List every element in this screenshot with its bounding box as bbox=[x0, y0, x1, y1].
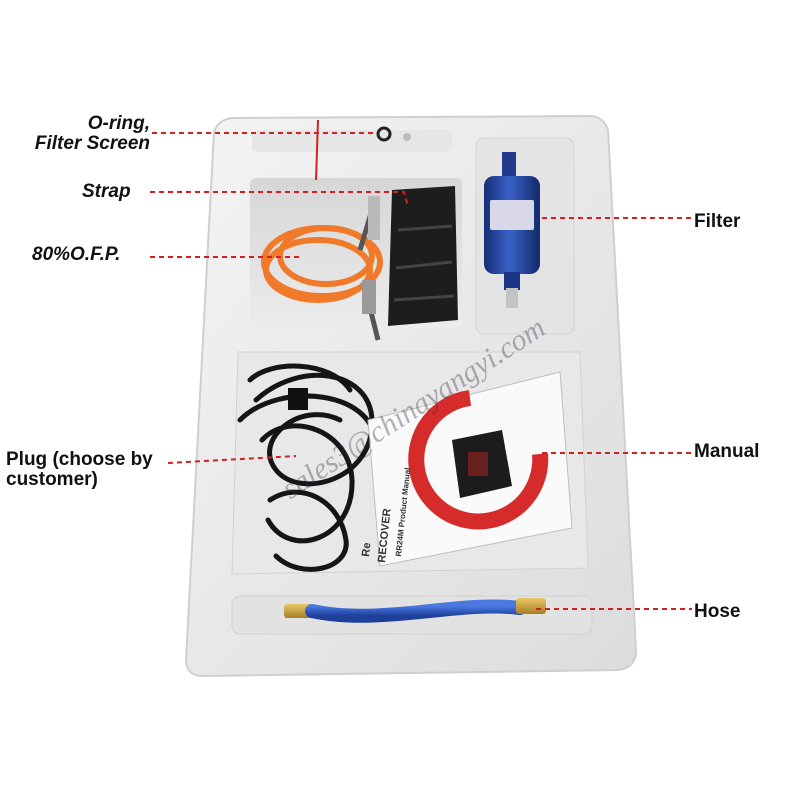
label-ofp: 80%O.F.P. bbox=[32, 244, 121, 265]
filter-screen bbox=[403, 133, 411, 141]
label-hose: Hose bbox=[694, 601, 741, 622]
label-plug-line2: customer) bbox=[6, 469, 98, 490]
manual-cover-corner: Re bbox=[360, 542, 374, 558]
o-ring bbox=[376, 126, 392, 142]
label-oring-line1: O-ring, bbox=[87, 113, 150, 134]
product-manual bbox=[367, 371, 573, 567]
leader-lines bbox=[150, 132, 692, 610]
strap bbox=[388, 186, 458, 326]
label-plug-line1: Plug (choose by bbox=[6, 449, 153, 470]
label-oring: O-ring, Filter Screen bbox=[22, 114, 150, 154]
hose bbox=[284, 598, 546, 623]
label-manual: Manual bbox=[694, 441, 760, 462]
label-strap: Strap bbox=[82, 181, 131, 202]
label-oring-line2: Filter Screen bbox=[34, 133, 150, 154]
label-filter: Filter bbox=[694, 211, 741, 232]
label-plug: Plug (choose by customer) bbox=[6, 450, 153, 490]
